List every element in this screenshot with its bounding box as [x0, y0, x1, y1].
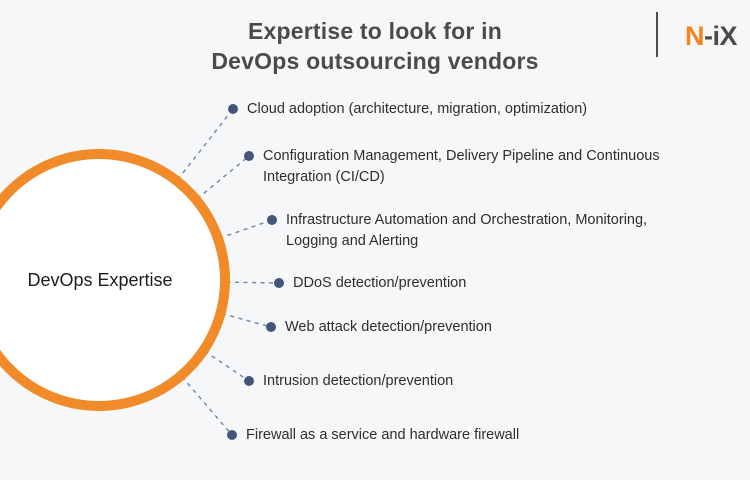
bullet-icon [244, 376, 254, 386]
center-label: DevOps Expertise [27, 270, 173, 290]
nix-logo-ix: -iX [703, 21, 738, 51]
expertise-item-label: Intrusion detection/prevention [263, 372, 454, 389]
expertise-item-cloud-adoption: Cloud adoption (architecture, migration,… [228, 99, 587, 120]
bullet-icon [227, 430, 237, 440]
bullet-icon [274, 278, 284, 288]
expertise-item-firewall: Firewall as a service and hardware firew… [227, 425, 519, 446]
expertise-item-label: Firewall as a service and hardware firew… [246, 426, 520, 443]
page-title: Expertise to look for in DevOps outsourc… [211, 18, 539, 74]
bullet-icon [244, 151, 254, 161]
logo-divider [656, 12, 658, 57]
bullet-icon [266, 322, 276, 332]
bullet-icon [267, 215, 277, 225]
expertise-item-intrusion: Intrusion detection/prevention [244, 371, 453, 392]
expertise-item-label: Infrastructure Automation and Orchestrat… [286, 211, 648, 249]
expertise-item-label: Cloud adoption (architecture, migration,… [247, 100, 588, 117]
nix-logo: N-iX [684, 21, 738, 51]
expertise-item-ddos: DDoS detection/prevention [274, 273, 466, 294]
bullet-icon [228, 104, 238, 114]
expertise-item-label: Web attack detection/prevention [285, 318, 492, 335]
expertise-item-label: DDoS detection/prevention [293, 274, 467, 291]
nix-logo-n: N [684, 21, 705, 51]
expertise-item-configuration-management: Configuration Management, Delivery Pipel… [244, 146, 660, 188]
center-circle [0, 149, 230, 411]
expertise-item-label: Configuration Management, Delivery Pipel… [263, 147, 660, 185]
expertise-item-web-attack: Web attack detection/prevention [266, 317, 492, 338]
expertise-item-infrastructure-automation: Infrastructure Automation and Orchestrat… [267, 210, 647, 252]
